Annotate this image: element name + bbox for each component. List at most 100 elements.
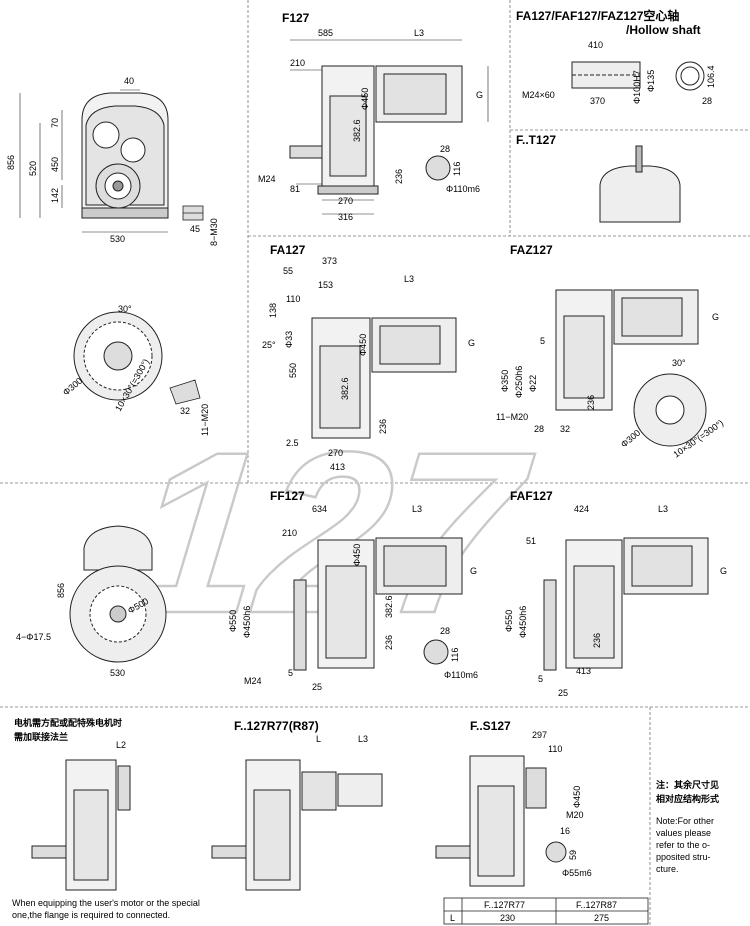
dim-236-f127: 236 <box>394 169 404 184</box>
dim-m20-s127: M20 <box>566 810 584 820</box>
dim-phi450-f127: Φ450 <box>360 88 370 110</box>
dim-153: 153 <box>318 280 333 290</box>
table-value-r87: 275 <box>594 913 609 923</box>
dim-138: 138 <box>268 303 278 318</box>
dim-55: 55 <box>283 266 293 276</box>
dim-236-faf127: 236 <box>592 633 602 648</box>
dim-phi100h7: Φ100H7 <box>632 70 642 104</box>
side-view-s127 <box>435 755 547 887</box>
front-view-ff127 <box>69 525 167 663</box>
dim-585: 585 <box>318 28 333 38</box>
dim-4-phi17: 4−Φ17.5 <box>16 632 51 642</box>
dim-25-faf127: 25 <box>558 688 568 698</box>
dim-g-ff127: G <box>470 566 477 576</box>
dim-382-f127: 382.6 <box>352 119 362 142</box>
note-other-cn-2: 相对应结构形式 <box>656 793 719 804</box>
dim-phi450-s127: Φ450 <box>572 786 582 808</box>
title-hollow-shaft-en: /Hollow shaft <box>626 23 701 37</box>
dim-634: 634 <box>312 504 327 514</box>
table-row-label: L <box>450 913 455 923</box>
dim-316: 316 <box>338 212 353 222</box>
title-ff127: FF127 <box>270 489 305 503</box>
dim-28-ff127: 28 <box>440 626 450 636</box>
dim-l2: L2 <box>116 740 126 750</box>
dim-32-faz127: 32 <box>560 424 570 434</box>
length-table-grid <box>443 897 649 925</box>
dim-11-m20-faz127: 11−M20 <box>496 412 528 422</box>
thread-detail-m20 <box>169 379 201 405</box>
dim-28-f127: 28 <box>440 144 450 154</box>
title-hollow-shaft-cn: FA127/FAF127/FAZ127空心轴 <box>516 8 679 23</box>
note-other-en-2: values please <box>656 828 711 838</box>
dim-373: 373 <box>322 256 337 266</box>
dim-51: 51 <box>526 536 536 546</box>
dim-m24-f127: M24 <box>258 174 276 184</box>
dim-l-r77: L <box>316 734 321 744</box>
side-view-fa127 <box>311 317 457 439</box>
f127-dimension-lines <box>290 39 489 215</box>
dim-70: 70 <box>50 118 60 128</box>
dim-25-ff127: 25 <box>312 682 322 692</box>
shaft-section-ff127 <box>423 639 449 665</box>
shaft-section-s127 <box>545 841 567 863</box>
dim-28-hollow: 28 <box>702 96 712 106</box>
side-view-r77-r87 <box>211 759 383 891</box>
dim-8-m30: 8−M30 <box>209 218 219 246</box>
dim-phi450h6-ff127: Φ450h6 <box>242 606 252 638</box>
title-f127: F127 <box>282 11 310 25</box>
flange-face-view <box>73 311 163 401</box>
dim-236-fa127: 236 <box>378 419 388 434</box>
dim-116-ff127: 116 <box>450 648 460 662</box>
dim-5-faz127: 5 <box>540 336 545 346</box>
dim-106-4: 106.4 <box>706 65 716 88</box>
dim-110-s127: 110 <box>548 744 562 754</box>
dim-phi450-fa127: Φ450 <box>358 334 368 356</box>
table-header-r77: F..127R77 <box>484 900 525 910</box>
note-other-cn-1: 注：其余尺寸见 <box>656 779 719 790</box>
dim-g-fa127: G <box>468 338 475 348</box>
dim-g-faf127: G <box>720 566 727 576</box>
dim-30deg-flange: 30° <box>118 304 132 314</box>
dim-413-fa127: 413 <box>330 462 345 472</box>
dim-370: 370 <box>590 96 605 106</box>
side-view-f127 <box>289 65 463 195</box>
dim-g-f127: G <box>476 90 483 100</box>
dim-210-ff127: 210 <box>282 528 297 538</box>
title-faf127: FAF127 <box>510 489 553 503</box>
dim-142: 142 <box>50 188 60 203</box>
dim-856-ff: 856 <box>56 583 66 598</box>
note-motor-cn-1: 电机需方配或配特殊电机时 <box>14 717 122 728</box>
dim-phi550-faf127: Φ550 <box>504 610 514 632</box>
dim-210-f127: 210 <box>290 58 305 68</box>
front-view-dimension-lines <box>19 89 168 233</box>
dim-856: 856 <box>6 155 16 170</box>
dim-40: 40 <box>124 76 134 86</box>
dim-236-faz127: 236 <box>586 395 596 410</box>
dim-phi55m6: Φ55m6 <box>562 868 592 878</box>
dim-phi33: Φ33 <box>284 331 294 348</box>
dim-phi135: Φ135 <box>646 70 656 92</box>
dim-phi250h6: Φ250h6 <box>514 366 524 398</box>
dim-530-ff: 530 <box>110 668 125 678</box>
dim-2-5: 2.5 <box>286 438 299 448</box>
table-value-r77: 230 <box>500 913 515 923</box>
note-other-en-1: Note:For other <box>656 816 714 826</box>
dim-81: 81 <box>290 184 300 194</box>
dim-m24x60: M24×60 <box>522 90 555 100</box>
title-faz127: FAZ127 <box>510 243 553 257</box>
note-motor-en-2: one,the flange is required to connected. <box>12 910 170 920</box>
dim-l3-r77: L3 <box>358 734 368 744</box>
title-r77-r87: F..127R77(R87) <box>234 719 319 733</box>
dim-l3-ff127: L3 <box>412 504 422 514</box>
note-other-en-5: cture. <box>656 864 679 874</box>
title-fa127: FA127 <box>270 243 306 257</box>
note-other-en-4: pposited stru- <box>656 852 711 862</box>
dim-11-m20-flange: 11−M20 <box>200 404 210 436</box>
dim-270-f127: 270 <box>338 196 353 206</box>
dim-110-fa127: 110 <box>286 294 300 304</box>
dim-410: 410 <box>588 40 603 50</box>
side-view-ff127 <box>293 537 463 671</box>
note-motor-en-1: When equipping the user's motor or the s… <box>12 898 200 908</box>
